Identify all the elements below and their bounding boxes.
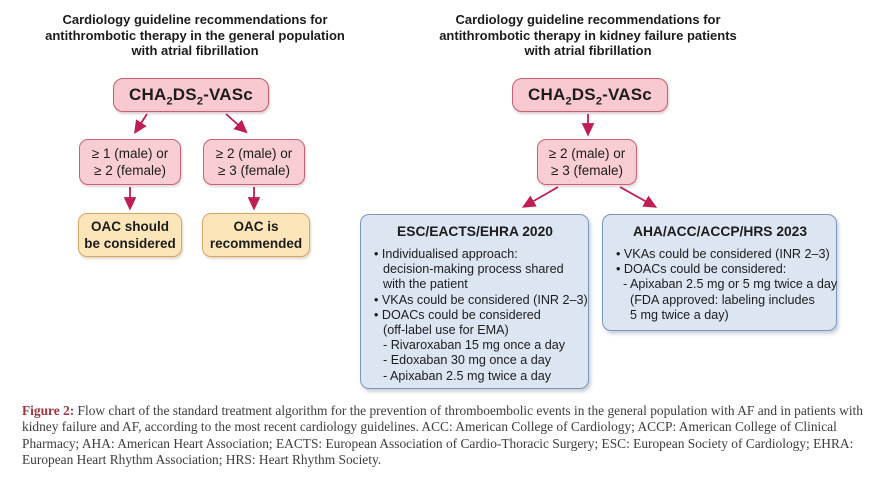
esc-eacts-ehra-box: ESC/EACTS/EHRA 2020 • Individualised app… (360, 214, 589, 389)
figure-caption-text: Flow chart of the standard treatment alg… (22, 403, 863, 468)
left-chads-vasc-box: CHA2DS2-VASc (113, 78, 269, 112)
criteria-line: ≥ 3 (female) (218, 163, 290, 178)
guideline-line: • DOACs could be considered (374, 307, 541, 322)
title-line: Cardiology guideline recommendations for (62, 12, 328, 27)
arrow-right-branch-to-aha (619, 186, 658, 208)
score-label: CHA2DS2-VASc (129, 85, 253, 108)
criteria-line: ≥ 2 (female) (94, 163, 166, 178)
outcome-line: OAC should (91, 219, 169, 234)
oac-considered-box: OAC should be considered (78, 213, 182, 257)
guideline-line: (FDA approved: labeling includes (630, 292, 815, 307)
arrow-left-root-to-low (134, 113, 148, 135)
outcome-line: recommended (209, 236, 303, 251)
outcome-line: OAC is (233, 219, 279, 234)
title-line: with atrial fibrillation (131, 43, 259, 58)
guideline-title: AHA/ACC/ACCP/HRS 2023 (632, 224, 808, 239)
score-label: CHA2DS2-VASc (528, 85, 652, 108)
outcome-line: be considered (84, 236, 176, 251)
arrow-left-root-to-high (225, 113, 248, 134)
oac-recommended-box: OAC is recommended (202, 213, 310, 257)
criteria-line: ≥ 1 (male) or (91, 146, 169, 161)
title-line: with atrial fibrillation (524, 43, 652, 58)
left-branch-high-box: ≥ 2 (male) or ≥ 3 (female) (203, 139, 305, 185)
guideline-line: • VKAs could be considered (INR 2–3) (374, 292, 588, 307)
title-line: Cardiology guideline recommendations for (455, 12, 721, 27)
figure-caption: Figure 2: Flow chart of the standard tre… (22, 403, 868, 469)
guideline-line: (off-label use for EMA) (383, 323, 509, 338)
guideline-line: • DOACs could be considered: (616, 262, 787, 277)
arrow-right-branch-to-esc (521, 186, 559, 208)
guideline-line: • VKAs could be considered (INR 2–3) (616, 247, 830, 261)
guideline-line: - Edoxaban 30 mg once a day (383, 353, 552, 368)
title-line: antithrombotic therapy in the general po… (45, 27, 345, 43)
guideline-title: ESC/EACTS/EHRA 2020 (397, 224, 553, 239)
guideline-line: with the patient (383, 277, 468, 292)
guideline-line: - Rivaroxaban 15 mg once a day (383, 338, 566, 353)
aha-acc-accp-hrs-box: AHA/ACC/ACCP/HRS 2023 • VKAs could be co… (602, 214, 837, 331)
right-chart-title: Cardiology guideline recommendations for… (413, 12, 763, 59)
right-branch-box: ≥ 2 (male) or ≥ 3 (female) (537, 139, 637, 185)
criteria-line: ≥ 2 (male) or (215, 146, 293, 161)
guideline-line: - Apixaban 2.5 mg twice a day (383, 368, 552, 383)
left-chart-title: Cardiology guideline recommendations for… (20, 12, 370, 59)
guideline-line: • Individualised approach: (374, 247, 518, 261)
guideline-line: 5 mg twice a day) (630, 307, 729, 322)
criteria-line: ≥ 2 (male) or (548, 146, 626, 161)
guideline-line: - Apixaban 2.5 mg or 5 mg twice a day (623, 277, 838, 292)
left-branch-low-box: ≥ 1 (male) or ≥ 2 (female) (79, 139, 181, 185)
right-chads-vasc-box: CHA2DS2-VASc (512, 78, 668, 112)
guideline-line: decision-making process shared (383, 262, 564, 277)
title-line: antithrombotic therapy in kidney failure… (439, 27, 737, 43)
figure-caption-label: Figure 2: (22, 403, 75, 418)
criteria-line: ≥ 3 (female) (551, 163, 623, 178)
